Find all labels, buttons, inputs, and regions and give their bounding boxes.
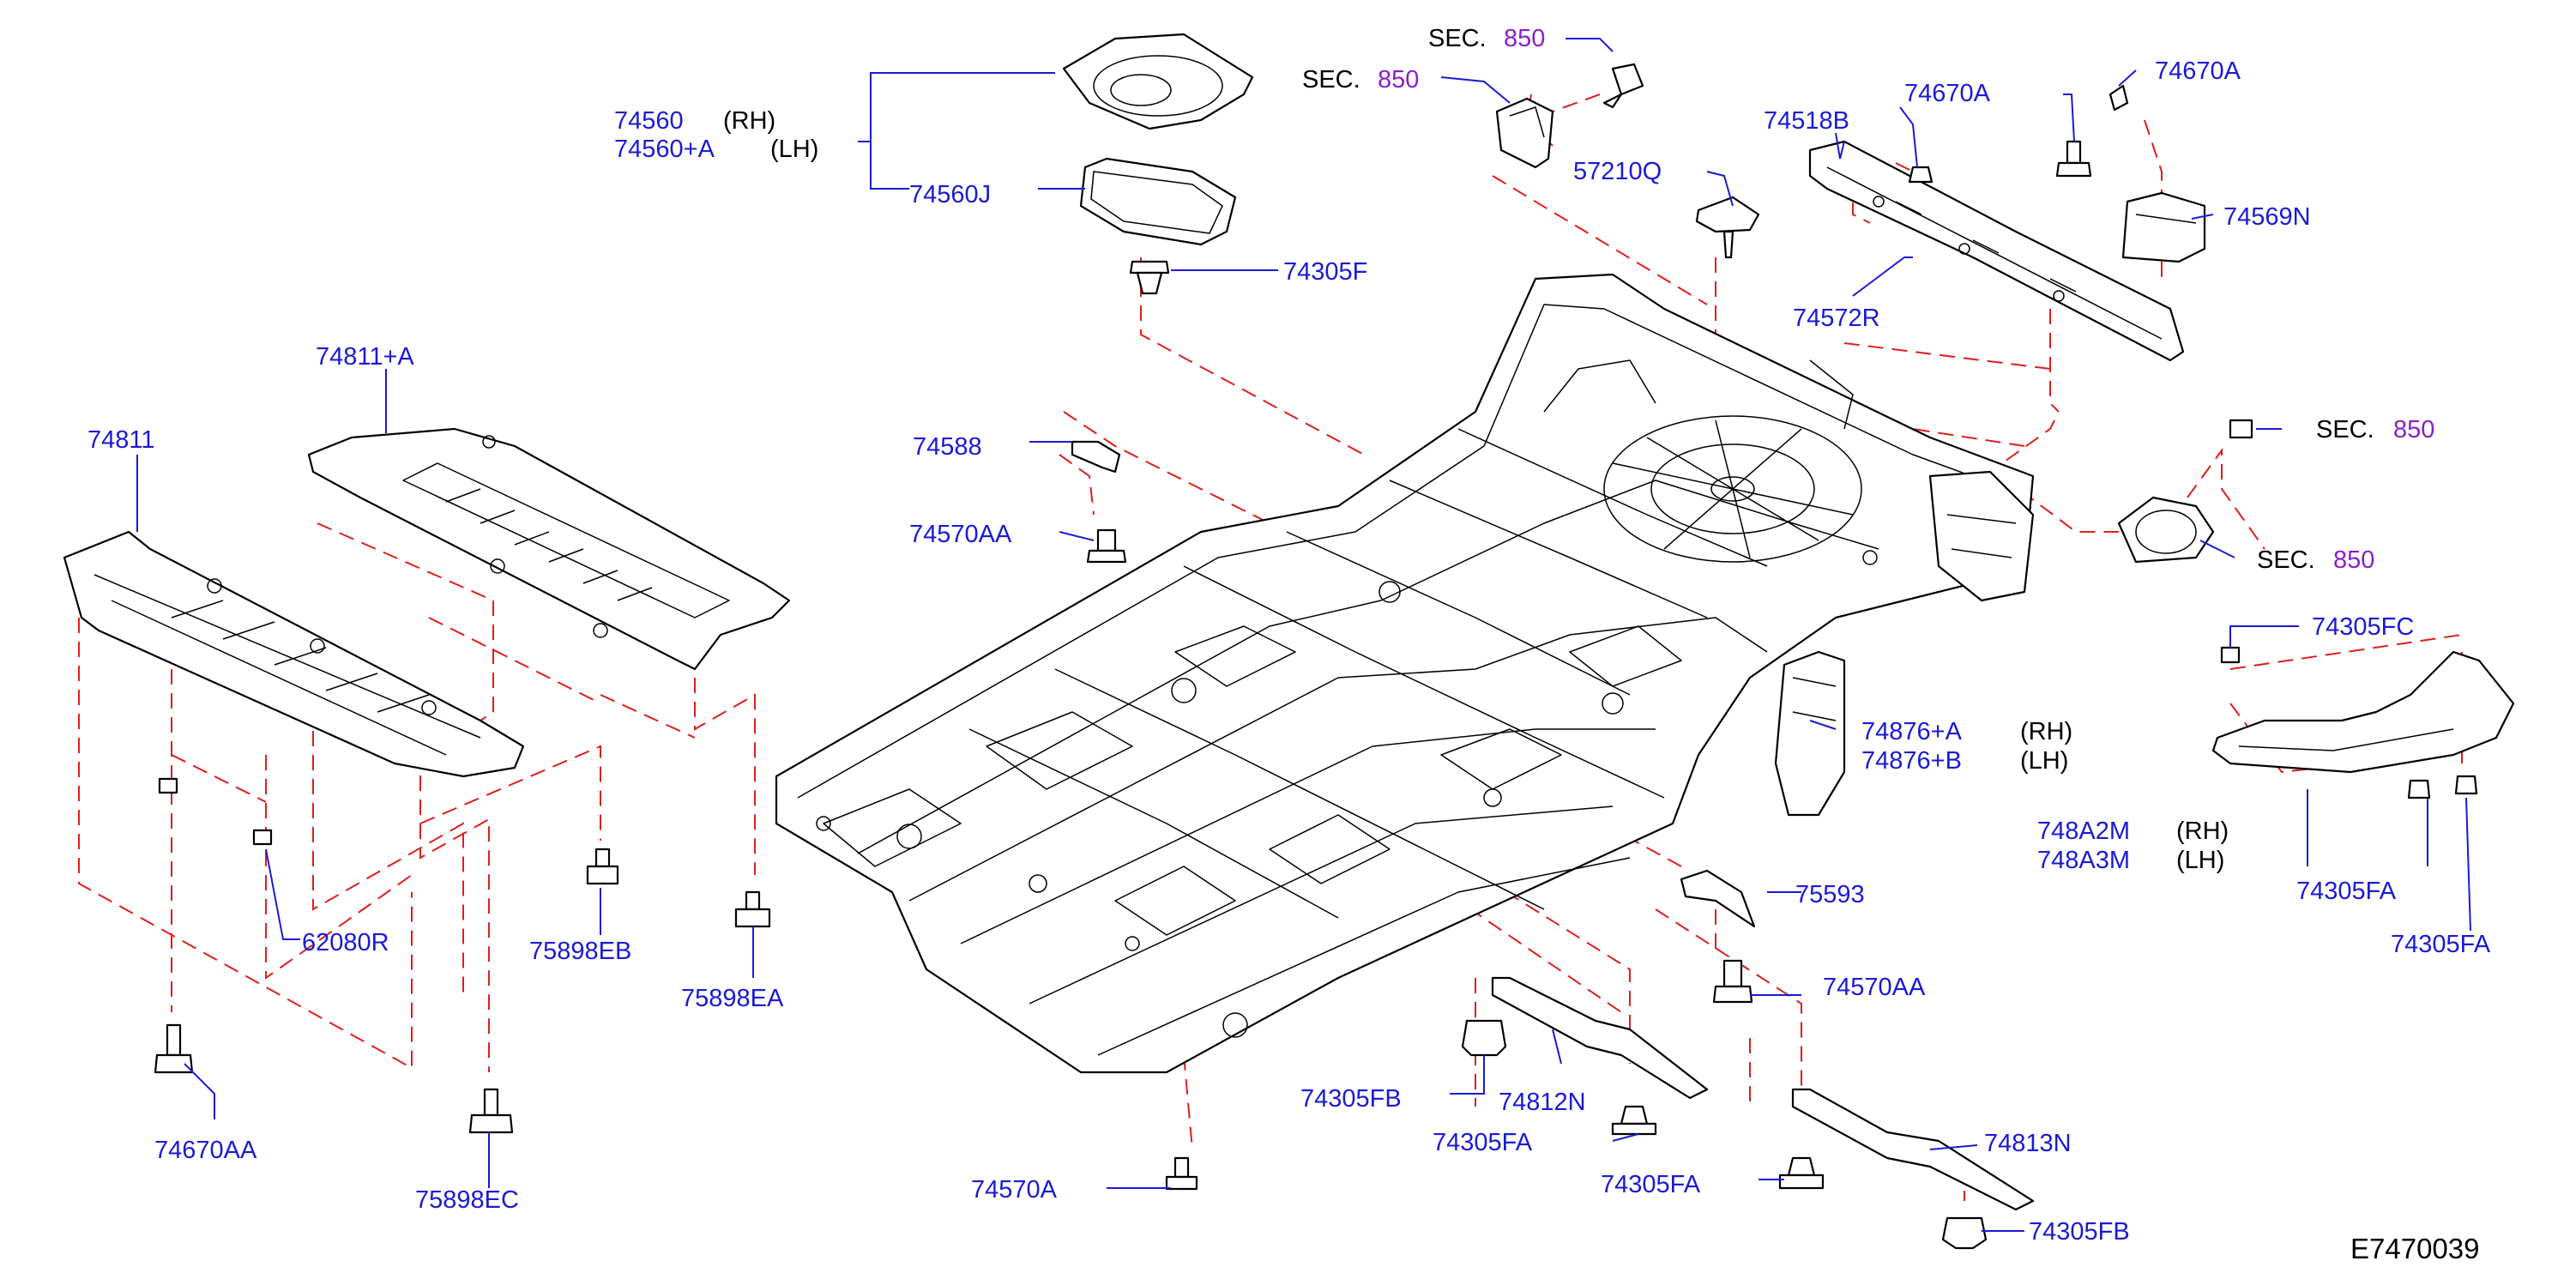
label-sec-right-lower-number: 850: [2333, 546, 2374, 574]
bracket-75593: [1680, 869, 1756, 928]
label-748a3m-lh: (LH): [2176, 847, 2224, 874]
bolt-74570aa-right: [1712, 959, 1753, 1004]
bracket-74569n: [2121, 191, 2206, 263]
label-74570a: 74570A: [971, 1176, 1058, 1204]
fasteners-left: [154, 777, 1198, 1191]
panel-74876: [1774, 650, 1846, 817]
label-sec-top-number: 850: [1504, 25, 1545, 52]
label-74305fa-center-left: 74305FA: [1433, 1129, 1533, 1156]
label-74570aa-left: 74570AA: [909, 521, 1012, 548]
label-75593: 75593: [1795, 881, 1865, 908]
label-74305fb-right: 74305FB: [2029, 1218, 2130, 1246]
label-sec-left-number: 850: [1378, 66, 1419, 94]
label-74572r: 74572R: [1793, 305, 1880, 332]
rear-floor-panel: [775, 273, 2035, 1074]
label-sec-right-lower-prefix: SEC.: [2257, 546, 2315, 574]
under-cover-74811-a: [307, 427, 791, 671]
label-74812n: 74812N: [1499, 1089, 1586, 1116]
bracket-74588: [1071, 440, 1121, 474]
crossmember-74572r: [1808, 140, 2185, 362]
label-57210q: 57210Q: [1573, 158, 1662, 185]
label-74560-a-lh: (LH): [770, 136, 818, 163]
label-74811: 74811: [87, 426, 155, 454]
label-74670a-center: 74670A: [1904, 80, 1991, 107]
label-74813n: 74813N: [1984, 1130, 2072, 1157]
labels: 74560 (RH) 74560+A (LH) 74560J 74305F 74…: [87, 25, 2491, 1264]
label-75898eb: 75898EB: [529, 938, 631, 965]
label-74876-b: 74876+B: [1861, 747, 1962, 775]
label-75898ec: 75898EC: [415, 1186, 519, 1214]
bracket-57210q: [1695, 196, 1760, 259]
label-74305fb-left: 74305FB: [1300, 1085, 1402, 1113]
label-74305f: 74305F: [1283, 258, 1367, 286]
bolt-74305fa-right: [2407, 775, 2478, 799]
label-748a2m-rh: (RH): [2176, 817, 2229, 845]
label-74305fa-right-upper: 74305FA: [2296, 878, 2397, 905]
label-74305fa-right-lower: 74305FA: [2391, 931, 2491, 958]
label-74876-b-lh: (LH): [2020, 747, 2068, 775]
label-74876-a-rh: (RH): [2020, 718, 2072, 745]
rear-hole-cover: [1062, 33, 1254, 246]
label-sec-left-prefix: SEC.: [1302, 66, 1360, 94]
nut-74670a: [1908, 84, 2129, 184]
bracket-74812n: [1461, 976, 1709, 1136]
under-cover-74811: [63, 530, 525, 778]
label-74670a-right: 74670A: [2155, 57, 2241, 85]
label-74560: 74560: [614, 107, 684, 135]
sec-850-mount-right: [2117, 419, 2253, 564]
clip-74305f: [1129, 260, 1170, 295]
sec-850-mount-top: [1495, 63, 1644, 169]
label-sec-right-upper-number: 850: [2393, 416, 2434, 443]
label-74560-rh: (RH): [723, 107, 775, 135]
bracket-74813n: [1778, 1088, 2035, 1250]
label-sec-top-prefix: SEC.: [1428, 25, 1487, 52]
label-74670aa: 74670AA: [154, 1137, 257, 1164]
label-74560j: 74560J: [909, 181, 991, 208]
label-74569n: 74569N: [2223, 203, 2311, 231]
cover-748a2m: [2211, 646, 2515, 774]
diagram-code: E7470039: [2350, 1233, 2479, 1264]
label-74588: 74588: [913, 433, 982, 461]
label-74560-a: 74560+A: [614, 136, 715, 163]
label-74518b: 74518B: [1764, 107, 1849, 135]
leader-lines: [136, 38, 2471, 1232]
label-sec-right-upper-prefix: SEC.: [2316, 416, 2374, 443]
label-74570aa-right: 74570AA: [1823, 974, 1926, 1001]
label-74305fc: 74305FC: [2312, 613, 2414, 641]
label-62080r: 62080R: [302, 929, 389, 956]
bolt-74570aa-left: [1086, 528, 1127, 564]
label-75898ea: 75898EA: [681, 985, 784, 1012]
label-748a2m: 748A2M: [2037, 817, 2130, 845]
label-74305fa-center-right: 74305FA: [1601, 1171, 1701, 1198]
label-74811-a: 74811+A: [316, 343, 414, 371]
label-748a3m: 748A3M: [2037, 847, 2130, 874]
label-74876-a: 74876+A: [1861, 718, 1963, 745]
